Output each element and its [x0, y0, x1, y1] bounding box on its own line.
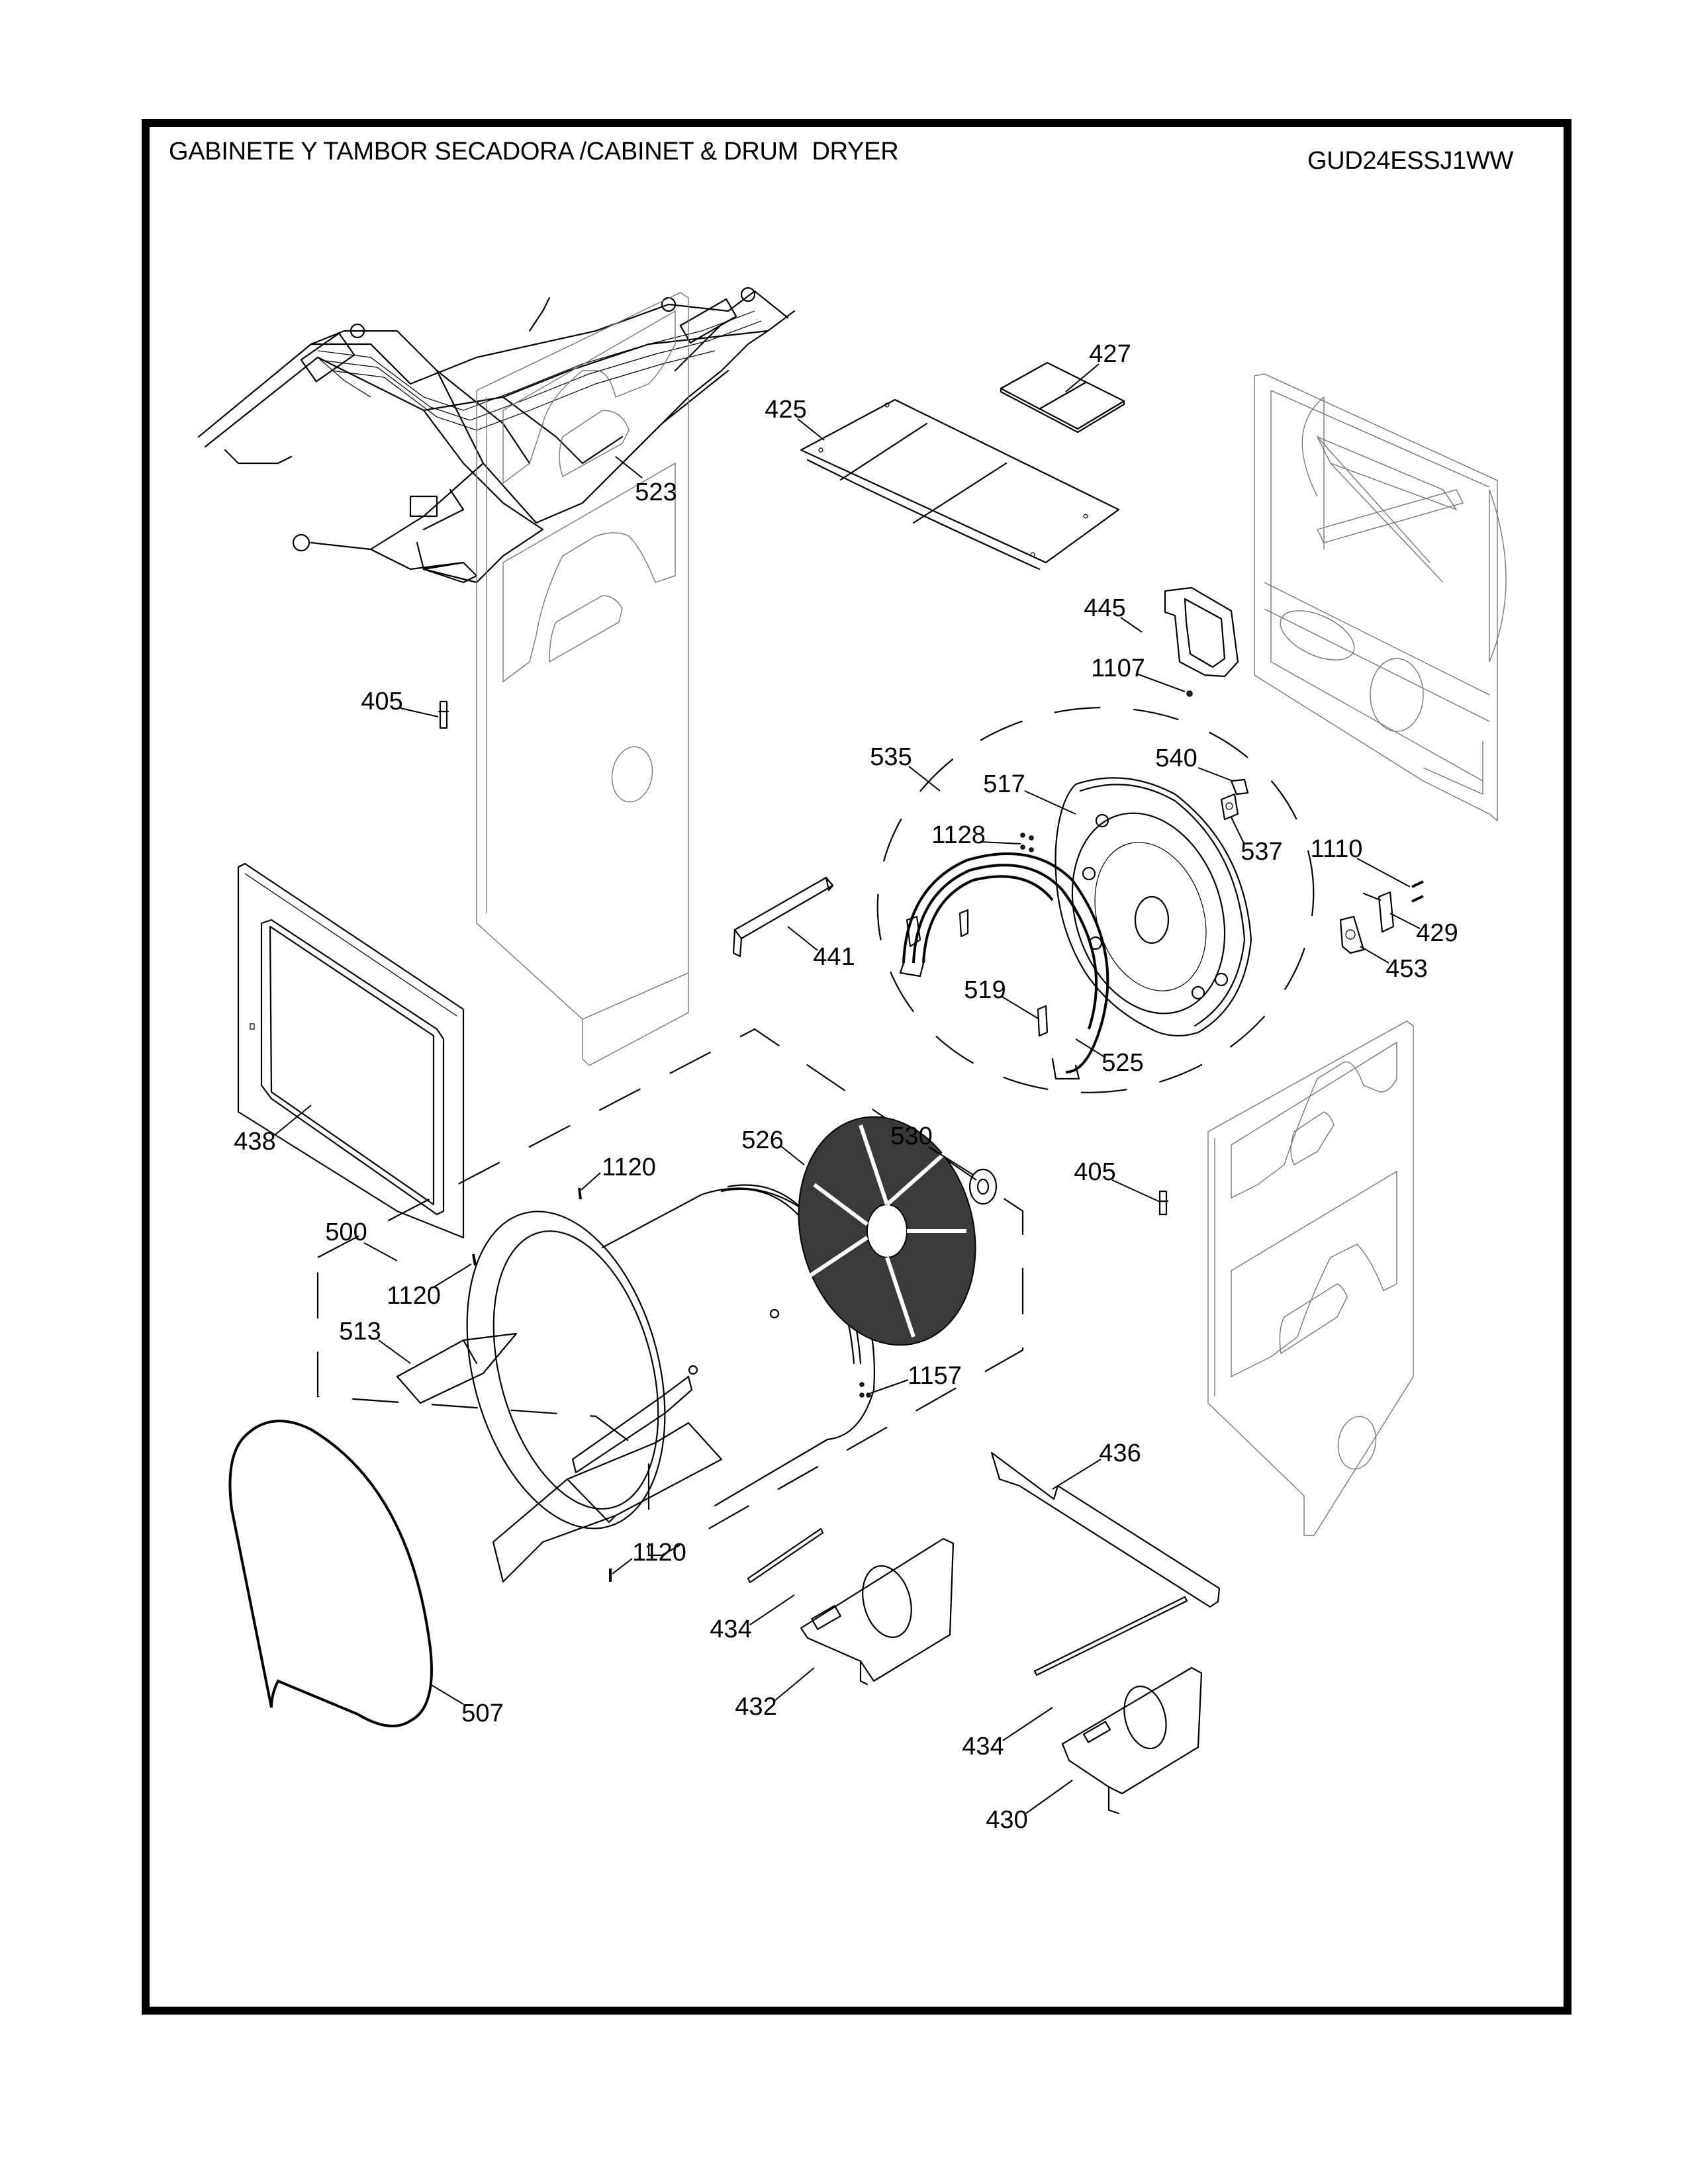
part-left-side-panel: [476, 292, 689, 1066]
part-side-base-right: [1061, 1666, 1203, 1815]
part-rear-cabinet-panel: [1254, 373, 1507, 822]
part-bracket-537: [1220, 793, 1239, 821]
part-bearing-530: [968, 1168, 998, 1205]
model-number: GUD24ESSJ1WW: [1307, 147, 1514, 175]
rear-bulkhead-assembly-outline: [876, 707, 1315, 1093]
callout-526: 526: [741, 1126, 784, 1154]
callout-430: 430: [986, 1806, 1028, 1834]
callout-537: 537: [1241, 838, 1283, 866]
part-top-cover: [800, 398, 1120, 570]
callout-436: 436: [1099, 1439, 1141, 1467]
part-clip-540: [1230, 778, 1249, 796]
callout-1128: 1128: [931, 821, 986, 849]
callout-434-a: 434: [710, 1615, 752, 1643]
callout-1110: 1110: [1310, 835, 1363, 863]
callout-517: 517: [983, 770, 1025, 798]
part-screws-1110: [1411, 880, 1424, 903]
part-screws-1120: [472, 1187, 612, 1582]
part-heater-clip-519: [906, 909, 1049, 1037]
drum-assembly-outline: [316, 1028, 1024, 1557]
callout-519: 519: [964, 976, 1006, 1004]
part-switch-429: [1362, 891, 1395, 933]
part-drum-rear-filter: [798, 1116, 976, 1346]
part-seal-strip-a: [747, 1527, 824, 1584]
part-drum-front-seal: [228, 1420, 433, 1727]
callout-525: 525: [1102, 1049, 1144, 1077]
callout-523: 523: [635, 478, 677, 506]
callout-427: 427: [1089, 340, 1131, 368]
callout-405-right: 405: [1074, 1158, 1116, 1186]
part-wire-harness: [197, 287, 796, 584]
diagram-title: GABINETE Y TAMBOR SECADORA /CABINET & DR…: [169, 138, 899, 165]
callout-500: 500: [325, 1218, 367, 1246]
callout-1120-bottom: 1120: [632, 1539, 686, 1567]
callout-530: 530: [890, 1122, 933, 1150]
callout-429: 429: [1416, 919, 1458, 947]
part-top-cover-pad: [1000, 361, 1125, 433]
callout-441: 441: [813, 943, 855, 971]
callout-1157: 1157: [908, 1362, 962, 1390]
callout-513: 513: [339, 1318, 381, 1345]
part-base-rail: [990, 1451, 1221, 1608]
part-side-base-left: [800, 1537, 955, 1686]
callout-453: 453: [1385, 955, 1428, 983]
part-hinge-clip-left: [438, 700, 449, 729]
callout-405-left: 405: [361, 688, 403, 715]
frame-shadow-bottom: [147, 2008, 1565, 2012]
part-hinge-clip-right: [1157, 1190, 1169, 1216]
frame-shadow-right: [1564, 123, 1566, 2011]
part-bracket-453: [1339, 915, 1365, 954]
part-drum-baffles: [492, 1375, 723, 1583]
callout-535: 535: [870, 743, 912, 771]
part-handle-bracket: [1164, 586, 1239, 678]
part-rail-bracket: [732, 876, 834, 958]
callout-425: 425: [765, 396, 807, 424]
callout-434-b: 434: [962, 1733, 1004, 1760]
part-seal-strip-b: [1033, 1596, 1188, 1676]
leader-lines: [274, 363, 1421, 1814]
callout-540: 540: [1155, 745, 1197, 772]
part-drum-baffle-513: [396, 1332, 518, 1404]
callout-432: 432: [735, 1693, 777, 1721]
part-screw-1107: [1186, 690, 1193, 697]
callout-1107: 1107: [1091, 655, 1145, 682]
callout-1120-mid: 1120: [387, 1282, 441, 1310]
part-right-side-panel: [1207, 1021, 1414, 1536]
part-heater-element: [899, 852, 1109, 1080]
part-front-panel: [237, 862, 465, 1239]
callout-438: 438: [234, 1128, 276, 1156]
callout-1120-top: 1120: [602, 1154, 656, 1181]
part-screws-1157: [859, 1382, 871, 1398]
part-rear-bulkhead: [1055, 777, 1252, 1037]
callout-507: 507: [461, 1700, 504, 1727]
part-screws-1128: [1020, 833, 1034, 852]
callout-445: 445: [1084, 594, 1126, 622]
